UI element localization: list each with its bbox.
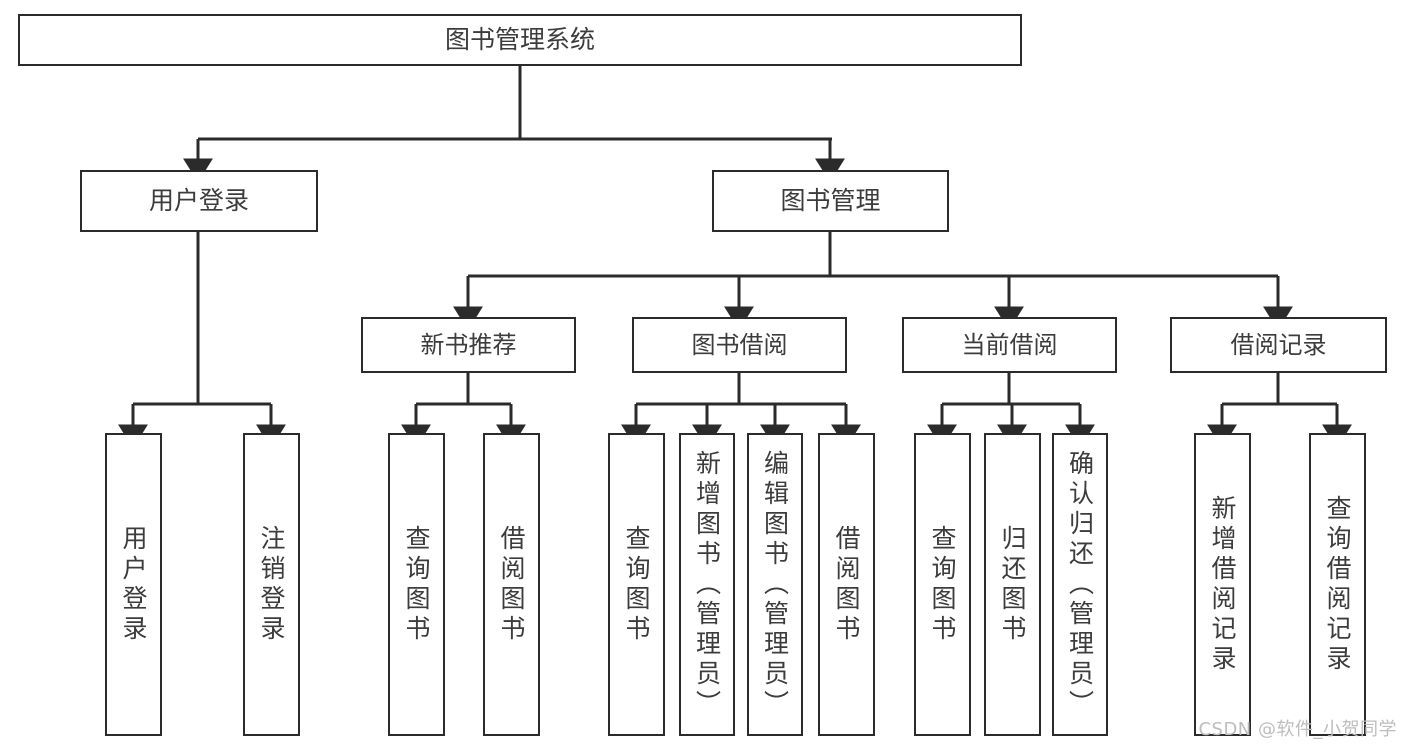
- node-leaf-edit-book-label: 编辑图书（管理员）: [760, 449, 790, 720]
- node-leaf-query-book-1-label: 查询图书: [402, 524, 431, 645]
- node-leaf-borrow-book-1-label: 借阅图书: [497, 524, 526, 645]
- node-leaf-return-book-label: 归还图书: [998, 524, 1027, 645]
- node-leaf-confirm-return[interactable]: 确认归还（管理员）: [1052, 433, 1108, 736]
- node-current-borrow[interactable]: 当前借阅: [902, 317, 1117, 373]
- node-borrow-record-label: 借阅记录: [1230, 330, 1327, 359]
- node-book-borrow[interactable]: 图书借阅: [632, 317, 847, 373]
- node-book-manage-label: 图书管理: [780, 186, 881, 215]
- node-leaf-edit-book[interactable]: 编辑图书（管理员）: [747, 433, 803, 736]
- node-leaf-user-login-label: 用户登录: [119, 524, 148, 645]
- node-user-login-label: 用户登录: [148, 186, 249, 215]
- node-leaf-borrow-book-1[interactable]: 借阅图书: [483, 433, 540, 736]
- node-leaf-query-book-3-label: 查询图书: [928, 524, 957, 645]
- csdn-watermark: CSDN @软件_小贺同学: [1198, 719, 1397, 740]
- node-leaf-confirm-return-label: 确认归还（管理员）: [1065, 449, 1095, 720]
- node-leaf-query-record-label: 查询借阅记录: [1323, 494, 1352, 675]
- node-root-label: 图书管理系统: [444, 25, 595, 54]
- node-leaf-query-book-2-label: 查询图书: [622, 524, 651, 645]
- node-borrow-record[interactable]: 借阅记录: [1170, 317, 1387, 373]
- node-leaf-query-book-1[interactable]: 查询图书: [388, 433, 445, 736]
- node-leaf-add-record[interactable]: 新增借阅记录: [1194, 433, 1251, 736]
- node-root[interactable]: 图书管理系统: [18, 14, 1022, 66]
- node-leaf-logout-label: 注销登录: [257, 524, 286, 645]
- node-leaf-user-login[interactable]: 用户登录: [105, 433, 162, 736]
- node-book-manage[interactable]: 图书管理: [712, 170, 949, 232]
- node-user-login[interactable]: 用户登录: [80, 170, 318, 232]
- node-leaf-logout[interactable]: 注销登录: [243, 433, 300, 736]
- node-leaf-borrow-book-2[interactable]: 借阅图书: [818, 433, 875, 736]
- node-leaf-borrow-book-2-label: 借阅图书: [832, 524, 861, 645]
- node-leaf-query-book-3[interactable]: 查询图书: [914, 433, 971, 736]
- node-leaf-query-book-2[interactable]: 查询图书: [608, 433, 665, 736]
- node-leaf-query-record[interactable]: 查询借阅记录: [1309, 433, 1366, 736]
- node-new-book-recommend-label: 新书推荐: [420, 330, 517, 359]
- node-book-borrow-label: 图书借阅: [691, 330, 788, 359]
- node-new-book-recommend[interactable]: 新书推荐: [361, 317, 576, 373]
- node-leaf-add-book-label: 新增图书（管理员）: [692, 449, 722, 720]
- node-current-borrow-label: 当前借阅: [961, 330, 1058, 359]
- node-leaf-return-book[interactable]: 归还图书: [984, 433, 1041, 736]
- node-leaf-add-book[interactable]: 新增图书（管理员）: [679, 433, 735, 736]
- node-leaf-add-record-label: 新增借阅记录: [1208, 494, 1237, 675]
